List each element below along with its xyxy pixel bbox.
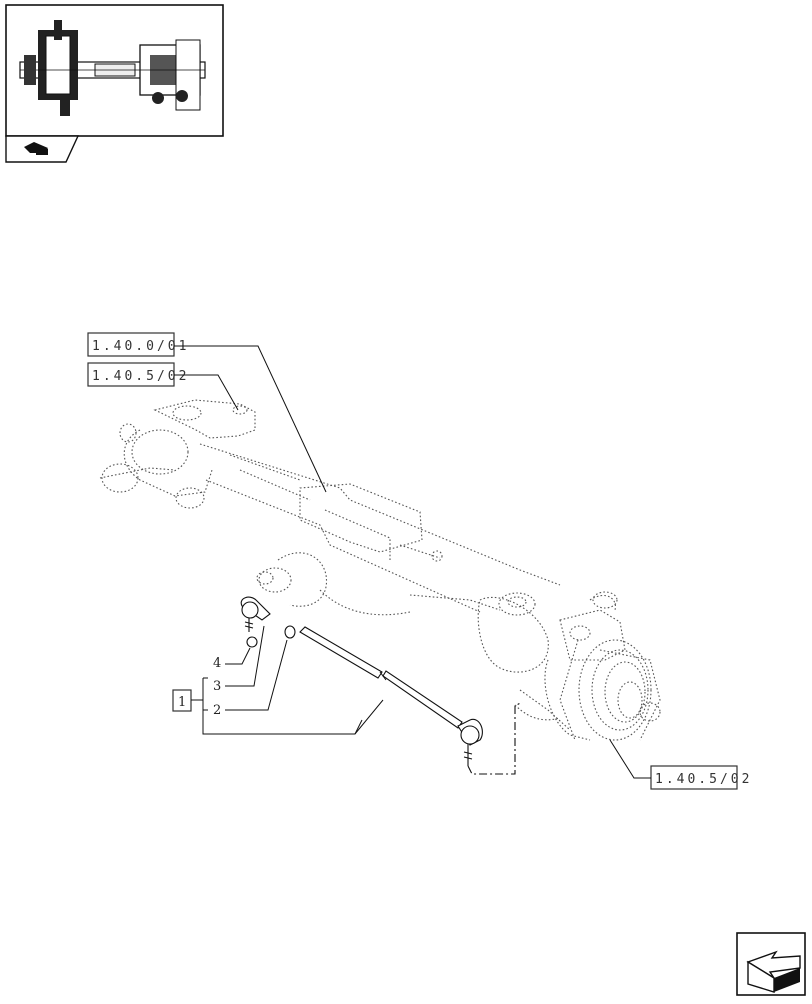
lock-nut (284, 625, 296, 639)
right-ball-joint (457, 718, 483, 766)
callout-group-label: 1 (178, 695, 186, 710)
front-axle-assembly-phantom (99, 399, 661, 741)
reference-box-top[interactable]: 1.40.0/01 (87, 332, 327, 493)
next-page-button[interactable] (736, 932, 806, 996)
reference-box-bottom[interactable]: 1.40.5/02 (609, 739, 752, 790)
tractor-icon (24, 142, 48, 155)
thumbnail-axle-image (19, 20, 206, 116)
callout-item-3: 3 (213, 679, 221, 694)
tie-rod-tube (299, 626, 463, 729)
reference-label-bottom: 1.40.5/02 (655, 772, 752, 787)
callout-item-2: 2 (213, 703, 221, 718)
left-ball-joint (240, 596, 271, 648)
callout-item-4: 4 (213, 656, 221, 671)
reference-label-top: 1.40.0/01 (92, 339, 189, 354)
tie-rod-assembly (240, 596, 523, 775)
reference-label-second: 1.40.5/02 (92, 369, 189, 384)
callout-group: 1 4 3 2 (172, 625, 384, 735)
reference-box-second[interactable]: 1.40.5/02 (87, 362, 239, 411)
arrow-back-icon (746, 950, 801, 993)
thumbnail-overview[interactable] (5, 4, 224, 163)
